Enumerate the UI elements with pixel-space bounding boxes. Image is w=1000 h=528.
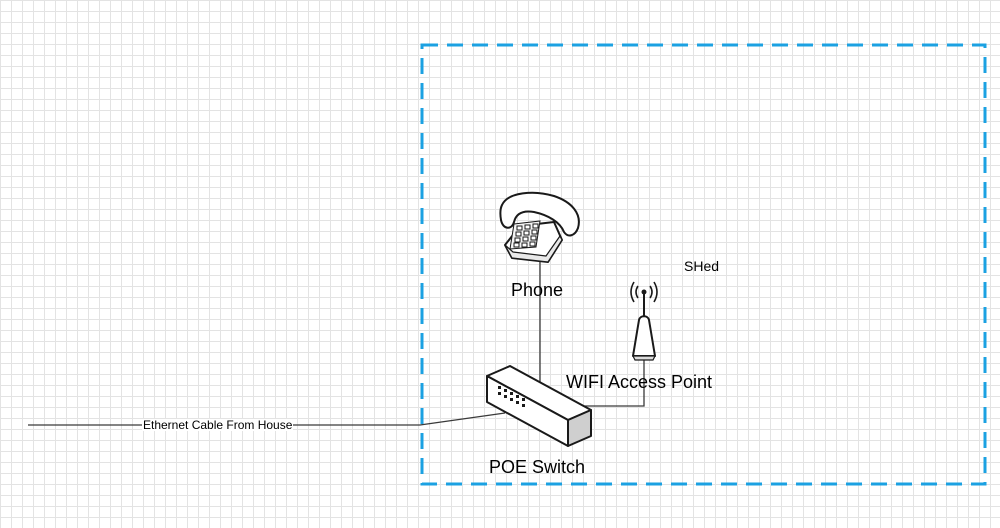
node-label-poe-switch: POE Switch	[489, 457, 586, 477]
wireless-access-point-icon[interactable]	[630, 281, 658, 361]
telephone-icon[interactable]	[499, 191, 580, 263]
node-label-phone: Phone	[511, 280, 564, 300]
node-label-wifi-access-point: WIFI Access Point	[566, 372, 713, 392]
edge-label-ethernet-cable-from-house: Ethernet Cable From House	[142, 418, 294, 432]
shed-boundary[interactable]	[420, 43, 987, 486]
network-switch-icon[interactable]	[486, 365, 592, 447]
edge-switch-to-wifi[interactable]	[575, 358, 645, 407]
boundary-label-shed: SHed	[684, 258, 720, 274]
